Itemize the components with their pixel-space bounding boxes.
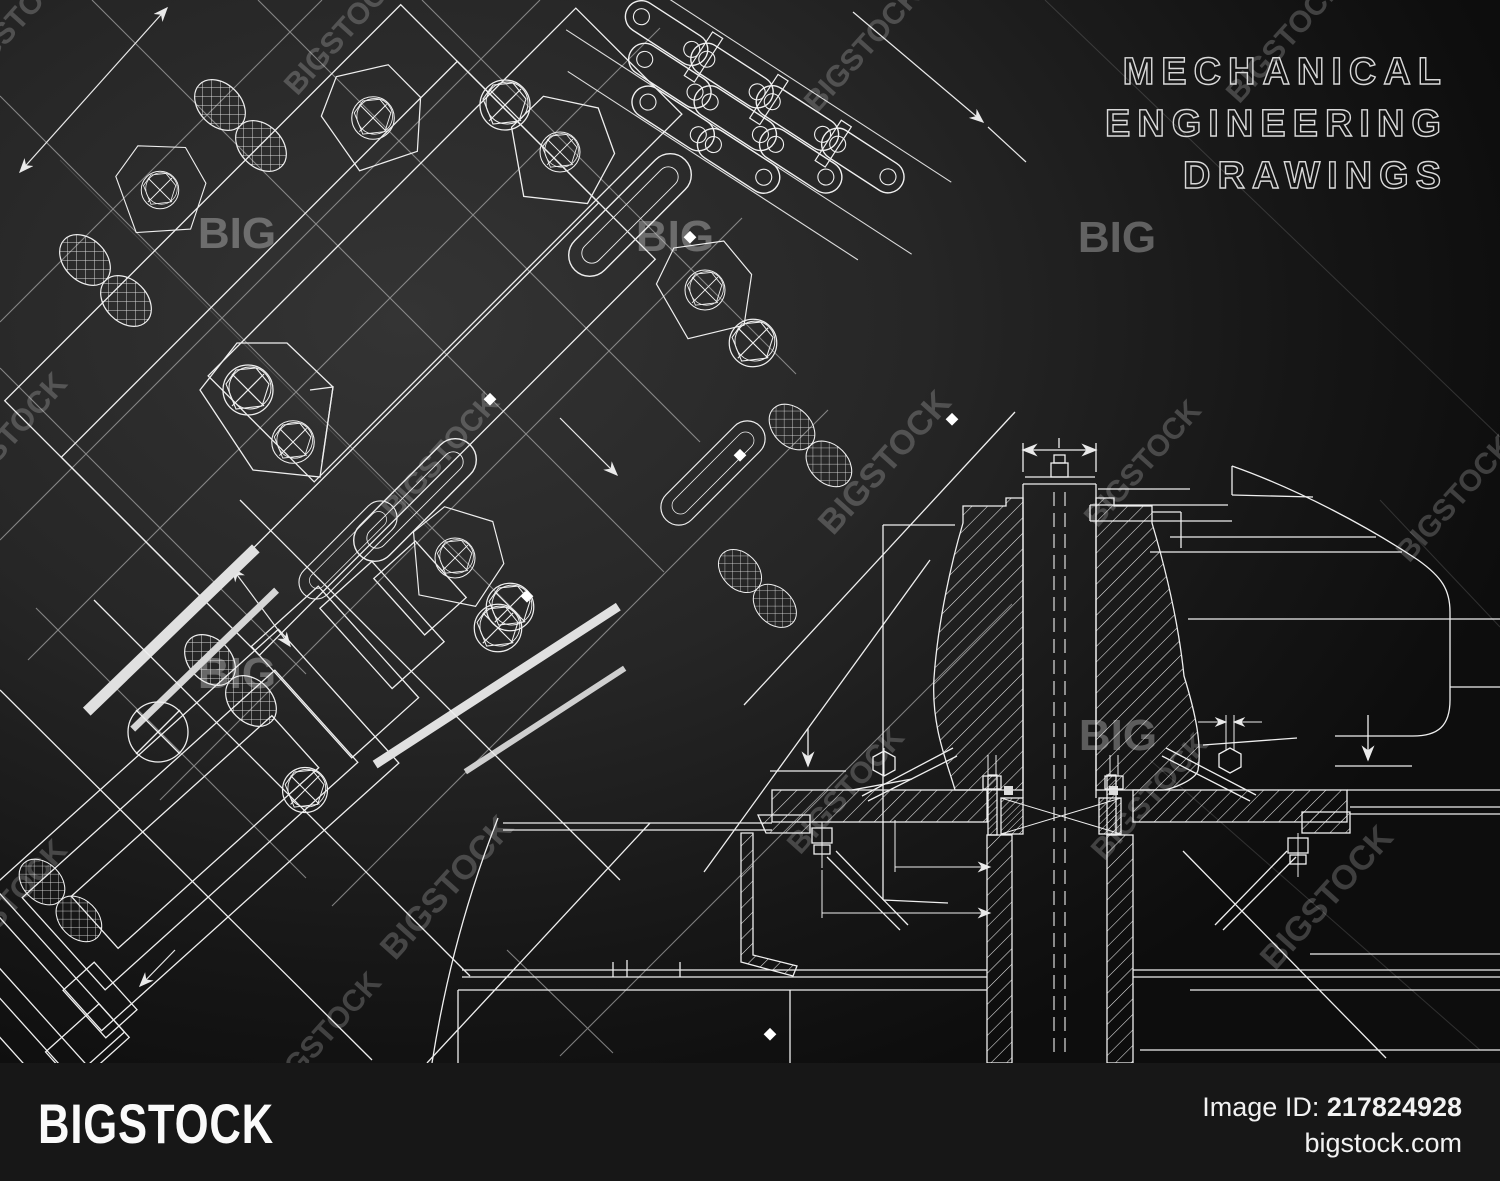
nut-right (1218, 747, 1242, 774)
watermark-bigstock: BIGSTOCK (373, 808, 521, 967)
assembly-bottom-left (0, 499, 627, 1063)
watermark-bigstock: BIGSTOCK (0, 0, 80, 91)
blueprint-canvas: BIGSTOCK BIGSTOCK BIGSTOCK BIGSTOCK BIGS… (0, 0, 1500, 1063)
image-id-label: Image ID: (1202, 1092, 1320, 1122)
pipe-wall-left (986, 834, 1013, 1063)
watermark-bigstock: BIGSTOCK (1390, 429, 1500, 569)
image-id-value: 217824928 (1326, 1092, 1462, 1122)
artwork-title: MECHANICAL ENGINEERING DRAWINGS (1104, 46, 1448, 202)
watermark-bigstock: BIGSTOCK (0, 365, 74, 510)
website-link[interactable]: bigstock.com (1304, 1128, 1462, 1158)
bearing-left (1000, 797, 1024, 835)
blueprint-artwork: BIGSTOCK BIGSTOCK BIGSTOCK BIGSTOCK BIGS… (0, 0, 1500, 1063)
image-meta: Image ID: 217824928 bigstock.com (1202, 1089, 1462, 1161)
housing-section-right (1095, 497, 1200, 791)
footer-bar: BIGSTOCK Image ID: 217824928 bigstock.co… (0, 1063, 1500, 1181)
bigstock-logo[interactable]: BIGSTOCK (38, 1092, 274, 1155)
title-line-1: MECHANICAL (1122, 50, 1448, 93)
watermark-big: BIG (1078, 213, 1156, 262)
image-id: Image ID: 217824928 (1202, 1089, 1462, 1125)
flange-lip (756, 814, 811, 834)
watermark-bigstock: BIGSTOCK (1253, 818, 1401, 977)
construction-lines (0, 0, 1013, 1057)
title-line-3: DRAWINGS (1182, 154, 1448, 197)
watermark-big: BIG (198, 209, 276, 258)
title-line-2: ENGINEERING (1104, 102, 1448, 145)
watermark-bigstock: BIGSTOCK (258, 966, 388, 1063)
bearing-right (1098, 797, 1122, 835)
housing-section-left (933, 497, 1024, 791)
detail-chips (483, 230, 959, 1041)
pipe-wall-right (1106, 834, 1134, 1063)
watermark-bigstock: BIGSTOCK (278, 0, 408, 101)
roller-chain (565, 0, 952, 261)
main-cross-section (426, 411, 1500, 1063)
